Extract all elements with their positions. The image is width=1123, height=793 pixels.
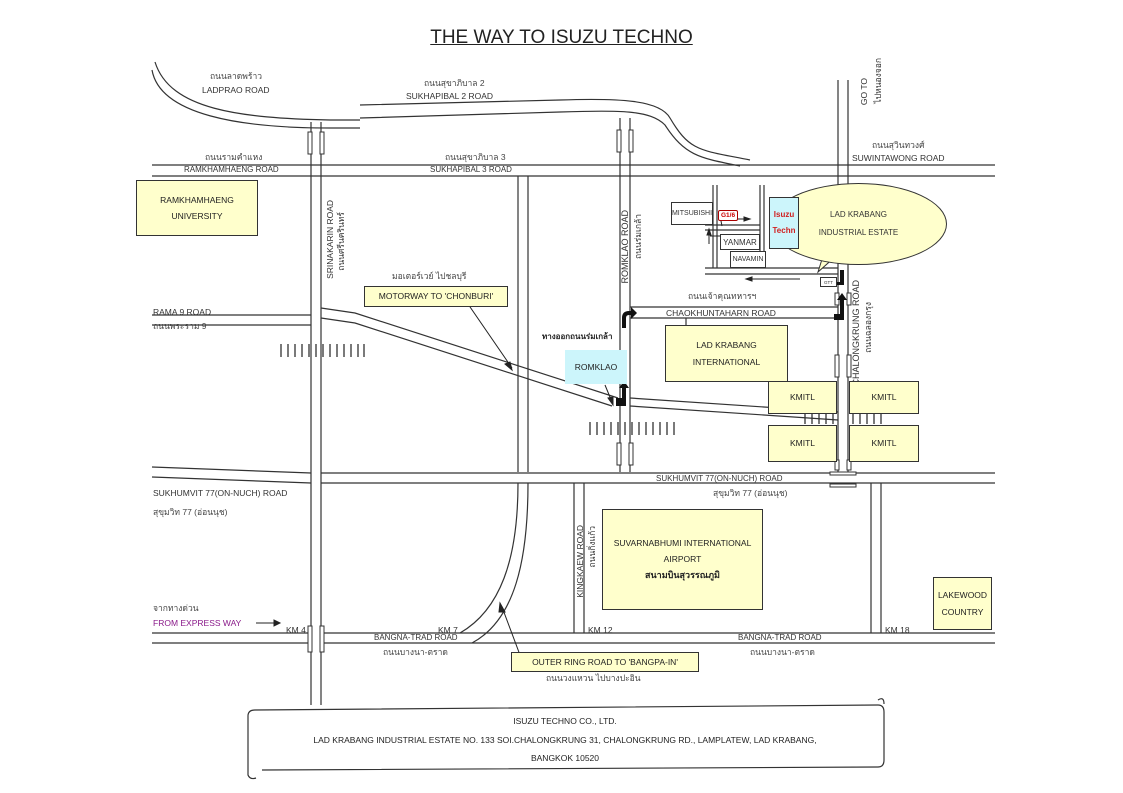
kingkaew-road-label: KINGKAEW ROAD	[575, 525, 585, 598]
landmark-label: ROMKLAO	[574, 361, 618, 372]
kmitl-box: KMITL	[768, 425, 837, 462]
bangna-trad-road-label-right: BANGNA-TRAD ROAD	[738, 633, 822, 642]
turn-arrow-chaokhuntaharn	[622, 307, 637, 328]
ramkhamhaeng-road-label: RAMKHAMHAENG ROAD	[184, 165, 279, 174]
romklao-road-label-th: ถนนร่มเกล้า	[633, 214, 643, 259]
lad-krabang-industrial-estate-callout: LAD KRABANG INDUSTRIAL ESTATE	[770, 183, 947, 265]
landmark-label: MITSUBISHI	[671, 210, 713, 217]
sukhapibal3-road-label-th: ถนนสุขาภิบาล 3	[445, 152, 506, 162]
footer-city: BANGKOK 10520	[530, 753, 600, 763]
ladprao-road-edge	[151, 69, 360, 129]
landmark-label: KMITL	[871, 392, 897, 403]
km-marker: KM 18	[885, 625, 910, 635]
landmark-label: LAKEWOOD	[937, 590, 988, 601]
landmark-label-th: สนามบินสุวรรณภูมิ	[645, 570, 720, 581]
sukhapibal2-road-label-th: ถนนสุขาภิบาล 2	[424, 78, 485, 88]
bangna-trad-road-label-left: BANGNA-TRAD ROAD	[374, 633, 458, 642]
sukhapibal2-road-label: SUKHAPIBAL 2 ROAD	[406, 91, 494, 101]
km-marker: KM 12	[588, 625, 613, 635]
landmark-label: AIRPORT	[663, 553, 702, 564]
callout-label: INDUSTRIAL ESTATE	[818, 228, 899, 237]
sukhapibal2-road-edge	[359, 110, 741, 167]
lakewood-country-box: LAKEWOOD COUNTRY	[933, 577, 992, 630]
suvarnabhumi-airport-box: SUVARNABHUMI INTERNATIONAL AIRPORT สนามบ…	[602, 509, 763, 610]
landmark-label: OUTER RING ROAD TO 'BANGPA-IN'	[532, 656, 678, 667]
landmark-label: MOTORWAY TO 'CHONBURI'	[378, 291, 494, 302]
mitsubishi-box: MITSUBISHI	[671, 202, 713, 225]
outer-ring-label-th: ถนนวงแหวน ไปบางปะอิน	[546, 673, 641, 683]
srinakarin-road-label-th: ถนนศรีนครินทร์	[336, 212, 346, 271]
ramkhamhaeng-university-box: RAMKHAMHAENG UNIVERSITY	[136, 180, 258, 236]
kmitl-box: KMITL	[849, 425, 919, 462]
sukhumvit77-road-label-th: สุขุมวิท 77 (อ่อนนุช)	[153, 507, 228, 517]
isuzu-techno-box[interactable]: Isuzu Techn	[769, 197, 799, 249]
landmark-label: YANMAR	[723, 237, 757, 247]
goto-label-th: ไปหนองจอก	[873, 58, 883, 104]
ladprao-road-label: LADPRAO ROAD	[202, 85, 270, 95]
srinakarin-road-label: SRINAKARIN ROAD	[325, 200, 335, 279]
suwintawong-road-label: SUWINTAWONG ROAD	[852, 153, 945, 163]
kmitl-box: KMITL	[849, 381, 919, 414]
chalongkrung-road-label-th: ถนนฉลองกรุง	[863, 302, 873, 353]
g16-badge: G1/6	[718, 210, 739, 221]
landmark-label: KMITL	[789, 392, 816, 403]
landmark-label: INTERNATIONAL	[692, 356, 761, 367]
turn-arrow-chalongkrung	[834, 293, 847, 320]
navamin-box: NAVAMIN	[730, 251, 766, 268]
footer-company: ISUZU TECHNO CO., LTD.	[513, 716, 617, 726]
expressway-label-th: จากทางด่วน	[153, 603, 199, 613]
ramkhamhaeng-road-label-th: ถนนรามคำแหง	[205, 152, 263, 162]
sukhumvit77-road-label: SUKHUMVIT 77(ON-NUCH) ROAD	[153, 488, 288, 498]
romklao-exit-label-th: ทางออกถนนร่มเกล้า	[542, 332, 613, 341]
kmitl-box: KMITL	[768, 381, 837, 414]
landmark-label: UNIVERSITY	[171, 211, 223, 221]
outer-ring-road	[459, 482, 519, 634]
callout-label: LAD KRABANG	[830, 210, 887, 220]
motorway-chonburi-box: MOTORWAY TO 'CHONBURI'	[364, 286, 508, 307]
lad-krabang-international-box: LAD KRABANG INTERNATIONAL	[665, 325, 788, 382]
gate-box: GTT	[820, 277, 837, 287]
footer-scroll	[254, 704, 885, 771]
bangna-trad-road-label-left-th: ถนนบางนา-ตราด	[383, 647, 448, 657]
chalongkrung-road-label: CHALONGKRUNG ROAD	[851, 280, 861, 386]
chaokhuntaharn-road-label: CHAOKHUNTAHARN ROAD	[666, 308, 776, 318]
outer-ring-road-box: OUTER RING ROAD TO 'BANGPA-IN'	[511, 652, 699, 672]
landmark-label: GTT	[824, 279, 833, 285]
yanmar-box: YANMAR	[720, 234, 760, 250]
footer-address: LAD KRABANG INDUSTRIAL ESTATE NO. 133 SO…	[313, 735, 817, 745]
landmark-label: KMITL	[789, 438, 816, 449]
ladprao-road-label-th: ถนนลาดพร้าว	[210, 71, 262, 81]
landmark-label: NAVAMIN	[732, 256, 764, 263]
km-marker: KM 4	[286, 625, 306, 635]
landmark-label: RAMKHAMHAENG	[160, 194, 234, 205]
landmark-label: COUNTRY	[941, 606, 984, 617]
turn-arrow-gtt	[834, 270, 844, 285]
sukhumvit77-road-label-right: SUKHUMVIT 77(ON-NUCH) ROAD	[656, 474, 783, 483]
landmark-label: SUVARNABHUMI INTERNATIONAL	[613, 537, 752, 548]
sukhapibal3-road-label: SUKHAPIBAL 3 ROAD	[430, 165, 512, 174]
kingkaew-road-label-th: ถนนกิ่งแก้ว	[587, 526, 597, 568]
km-marker: KM 7	[438, 625, 458, 635]
rama9-road-label-th: ถนนพระราม 9	[153, 321, 207, 331]
sukhapibal2-road	[359, 98, 751, 161]
sukhumvit77-road-label-right-th: สุขุมวิท 77 (อ่อนนุช)	[713, 488, 788, 498]
suwintawong-road-label-th: ถนนสุวินทวงศ์	[872, 140, 925, 150]
isuzu-label: Isuzu	[773, 210, 795, 219]
expressway-label: FROM EXPRESS WAY	[153, 618, 242, 628]
romklao-road-label: ROMKLAO ROAD	[620, 210, 630, 284]
bangna-trad-road-label-right-th: ถนนบางนา-ตราด	[750, 647, 815, 657]
isuzu-label: Techn	[772, 226, 796, 235]
map-title: THE WAY TO ISUZU TECHNO	[430, 27, 693, 48]
goto-label: GO TO	[859, 78, 869, 106]
motorway-road	[320, 307, 619, 399]
rama9-road-label: RAMA 9 ROAD	[153, 307, 212, 317]
landmark-label: KMITL	[871, 438, 897, 449]
turn-arrow-romklao	[616, 381, 629, 406]
chaokhuntaharn-road-label-th: ถนนเจ้าคุณทหารฯ	[688, 291, 757, 301]
motorway-label-th: มอเตอร์เวย์ ไปชลบุรี	[392, 271, 467, 281]
romklao-box: ROMKLAO	[565, 350, 627, 384]
landmark-label: LAD KRABANG	[696, 340, 757, 351]
ladprao-road	[154, 61, 360, 121]
